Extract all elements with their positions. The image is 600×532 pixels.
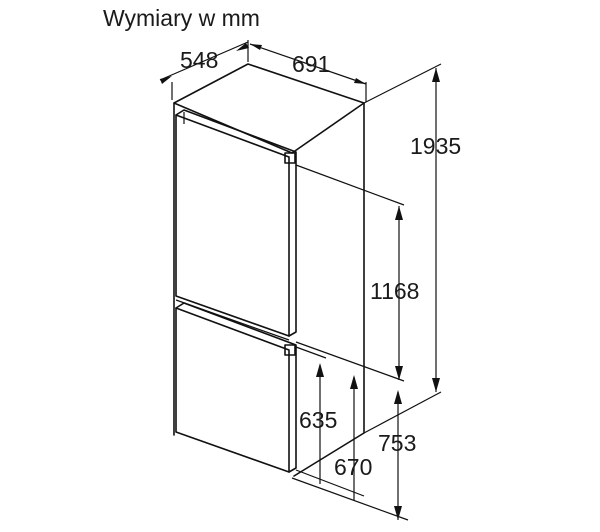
dimension-753: 753 — [291, 390, 416, 521]
dimension-635: 635 — [295, 346, 337, 484]
dim-670-label: 670 — [334, 454, 372, 480]
width-label: 691 — [292, 51, 330, 77]
upper-door-edge — [175, 109, 297, 337]
lower-door-hinge — [284, 344, 296, 356]
lower-door — [175, 299, 297, 473]
dimension-height: 1935 — [363, 63, 461, 434]
drawing-title: Wymiary w mm — [103, 5, 260, 31]
dimension-depth: 548 — [159, 41, 249, 100]
upper-door-label: 1168 — [370, 278, 419, 304]
upper-door-front — [175, 114, 290, 337]
depth-label: 548 — [180, 47, 218, 73]
fridge-top-face — [173, 63, 365, 154]
upper-door — [175, 109, 297, 337]
dim-635-label: 635 — [299, 407, 337, 433]
dimension-width: 691 — [247, 40, 367, 102]
lower-door-edge — [175, 302, 297, 473]
dim-753-label: 753 — [378, 430, 416, 456]
dimension-670: 670 — [334, 375, 372, 500]
height-label: 1935 — [410, 133, 461, 159]
lower-door-front — [175, 307, 290, 473]
dimension-upper-door: 1168 — [295, 164, 419, 382]
upper-door-hinge — [284, 152, 296, 164]
